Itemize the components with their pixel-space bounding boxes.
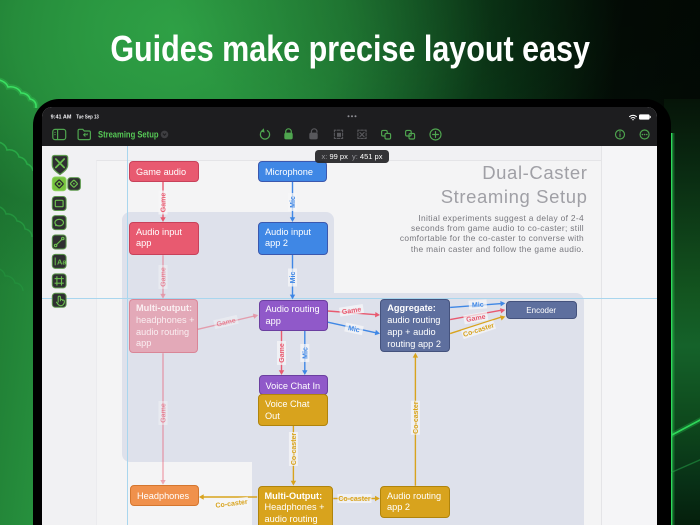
svg-text:Game: Game	[161, 267, 168, 287]
svg-text:Game: Game	[279, 343, 286, 363]
svg-text:Co-caster: Co-caster	[338, 496, 371, 503]
svg-text:Tue Sep 13: Tue Sep 13	[76, 115, 99, 121]
svg-text:Game: Game	[161, 193, 168, 213]
svg-text:9:41 AM: 9:41 AM	[51, 115, 72, 121]
svg-text:Mic: Mic	[290, 196, 297, 208]
svg-text:Mic: Mic	[290, 272, 297, 284]
svg-text:Game: Game	[216, 317, 237, 328]
svg-text:Streaming Setup: Streaming Setup	[98, 130, 159, 140]
svg-text:Mic: Mic	[472, 302, 484, 310]
svg-text:Co-caster: Co-caster	[291, 433, 298, 466]
svg-text:Game: Game	[466, 314, 486, 324]
svg-text:Game: Game	[161, 403, 168, 423]
svg-text:Game: Game	[341, 306, 361, 316]
svg-text:Aa: Aa	[57, 258, 67, 267]
svg-text:Co-caster: Co-caster	[215, 499, 248, 510]
svg-text:Co-caster: Co-caster	[413, 401, 420, 434]
svg-text:Mic: Mic	[347, 325, 360, 334]
svg-text:Mic: Mic	[302, 347, 309, 359]
